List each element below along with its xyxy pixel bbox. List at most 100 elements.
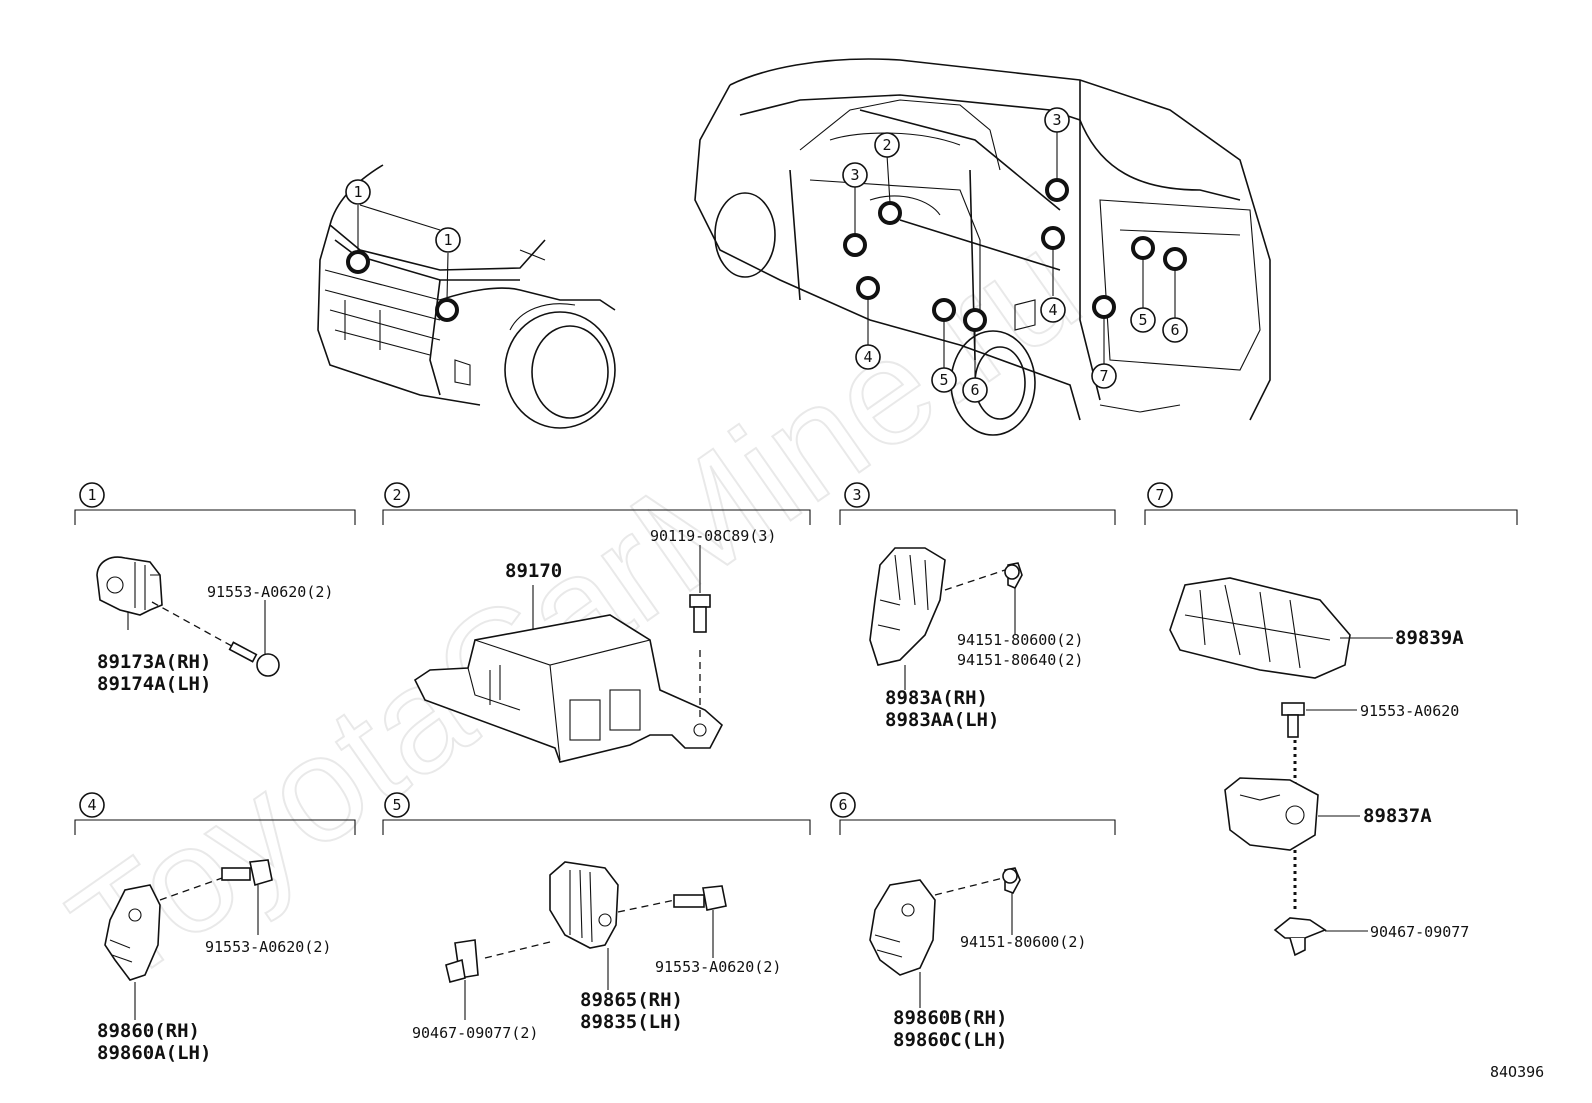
part-number-label: 89860C(LH): [893, 1029, 1007, 1051]
section-7-parts: 89839A 91553-A0620 89837A 90467-09077: [1169, 577, 1469, 957]
part-number-label: 94151-80600(2): [957, 631, 1083, 649]
part-number-label: 89839A: [1395, 627, 1464, 649]
callout-badge: 5: [931, 367, 957, 393]
nut-drawing: [445, 939, 479, 983]
section-3-parts: 94151-80600(2) 94151-80640(2) 8983A(RH) …: [869, 547, 1083, 731]
svg-text:4: 4: [1048, 301, 1057, 319]
svg-text:6: 6: [1170, 321, 1179, 339]
part-number-label: 94151-80600(2): [960, 933, 1086, 951]
front-sensor-location-lh: [435, 298, 459, 322]
side-sensor-drawing: [549, 861, 619, 949]
svg-text:7: 7: [1099, 367, 1108, 385]
curtain-sensor-location-rh: [1131, 236, 1155, 260]
callout-badge: 1: [345, 179, 371, 205]
front-sensor-location-rh: [346, 250, 370, 274]
callout-badge: 6: [962, 377, 988, 403]
side-sensor-location-c-pillar: [1041, 226, 1065, 250]
bolt-drawing: [689, 594, 711, 633]
svg-text:3: 3: [1052, 111, 1061, 129]
part-number-label: 90467-09077(2): [412, 1024, 538, 1042]
part-number-label: 89860(RH): [97, 1020, 200, 1042]
section-header-2: 2: [384, 482, 410, 508]
callout-badge: 3: [1044, 107, 1070, 133]
rear-vehicle-drawing: 3 2 3 4 4 5 6 5 6 7 3: [694, 58, 1271, 436]
part-number-label: 89860A(LH): [97, 1042, 211, 1064]
callout-badge: 5: [1130, 307, 1156, 333]
side-sensor-drawing: [869, 547, 946, 666]
part-number-label: 89865(RH): [580, 989, 683, 1011]
bolt-drawing: [228, 641, 280, 677]
section-header-1: 1: [79, 482, 105, 508]
section-header-7: 7: [1147, 482, 1173, 508]
callout-badge: 2: [874, 132, 900, 158]
svg-text:1: 1: [443, 231, 452, 249]
svg-text:1: 1: [353, 183, 362, 201]
side-sensor-location-front-door: [843, 233, 867, 257]
callout-badge: 7: [1091, 363, 1117, 389]
front-sensor-drawing: [96, 556, 163, 616]
part-number-label: 90467-09077: [1370, 923, 1469, 941]
svg-text:5: 5: [1138, 311, 1147, 329]
svg-text:1: 1: [87, 486, 96, 504]
callout-badge: 4: [855, 344, 881, 370]
part-number-label: 91553-A0620: [1360, 702, 1459, 720]
part-number-label: 91553-A0620(2): [205, 938, 331, 956]
svg-text:2: 2: [392, 486, 401, 504]
svg-text:6: 6: [970, 381, 979, 399]
bolt-drawing: [673, 885, 727, 911]
part-number-label: 91553-A0620(2): [207, 583, 333, 601]
svg-text:7: 7: [1155, 486, 1164, 504]
part-number-label: 89170: [505, 560, 562, 582]
section-header-5: 5: [384, 792, 410, 818]
part-number-label: 8983A(RH): [885, 687, 988, 709]
rear-sensor-location-lh: [963, 308, 987, 332]
section-4-parts: 91553-A0620(2) 89860(RH) 89860A(LH): [97, 859, 331, 1064]
section-1-parts: 91553-A0620(2) 89173A(RH) 89174A(LH): [96, 556, 333, 695]
front-vehicle-drawing: 1 1: [317, 164, 616, 429]
section-brackets: [74, 509, 1518, 835]
bolt-drawing: [1281, 702, 1305, 738]
section-6-parts: 94151-80600(2) 89860B(RH) 89860C(LH): [869, 867, 1086, 1051]
svg-text:3: 3: [852, 486, 861, 504]
svg-text:4: 4: [87, 796, 96, 814]
svg-text:5: 5: [392, 796, 401, 814]
side-sensor-location-rear-pillar: [1045, 178, 1069, 202]
rear-sensor-location-rh: [1163, 247, 1187, 271]
curtain-sensor-location-lh: [932, 298, 956, 322]
section-header-3: 3: [844, 482, 870, 508]
roof-sensor-location: [1092, 295, 1116, 319]
svg-text:6: 6: [838, 796, 847, 814]
svg-text:5: 5: [939, 371, 948, 389]
svg-text:3: 3: [850, 166, 859, 184]
part-number-label: 89174A(LH): [97, 673, 211, 695]
side-sensor-location-rocker: [856, 276, 880, 300]
bolt-drawing: [221, 859, 273, 887]
part-number-label: 90119-08C89(3): [650, 527, 776, 545]
section-2-parts: 89170 90119-08C89(3): [413, 527, 776, 763]
part-number-label: 89860B(RH): [893, 1007, 1007, 1029]
callout-badge: 4: [1040, 297, 1066, 323]
section-header-4: 4: [79, 792, 105, 818]
part-number-label: 8983AA(LH): [885, 709, 999, 731]
diagram-code: 84O396: [1490, 1063, 1544, 1081]
svg-text:4: 4: [863, 348, 872, 366]
side-sensor-drawing: [104, 884, 161, 981]
callout-badge: 1: [435, 227, 461, 253]
callout-badge: 3: [842, 162, 868, 188]
clip-drawing: [1004, 562, 1023, 590]
section-5-parts: 91553-A0620(2) 90467-09077(2) 89865(RH) …: [412, 861, 781, 1042]
nut-drawing: [1273, 917, 1327, 957]
part-number-label: 94151-80640(2): [957, 651, 1083, 669]
part-number-label: 89835(LH): [580, 1011, 683, 1033]
airbag-ecu-location: [878, 201, 902, 225]
svg-text:2: 2: [882, 136, 891, 154]
side-sensor-drawing: [869, 879, 936, 976]
part-number-label: 89173A(RH): [97, 651, 211, 673]
part-number-label: 91553-A0620(2): [655, 958, 781, 976]
part-number-label: 89837A: [1363, 805, 1432, 827]
roof-sensor-drawing: [1224, 777, 1319, 851]
clip-drawing: [1002, 867, 1021, 894]
callout-badge: 6: [1162, 317, 1188, 343]
